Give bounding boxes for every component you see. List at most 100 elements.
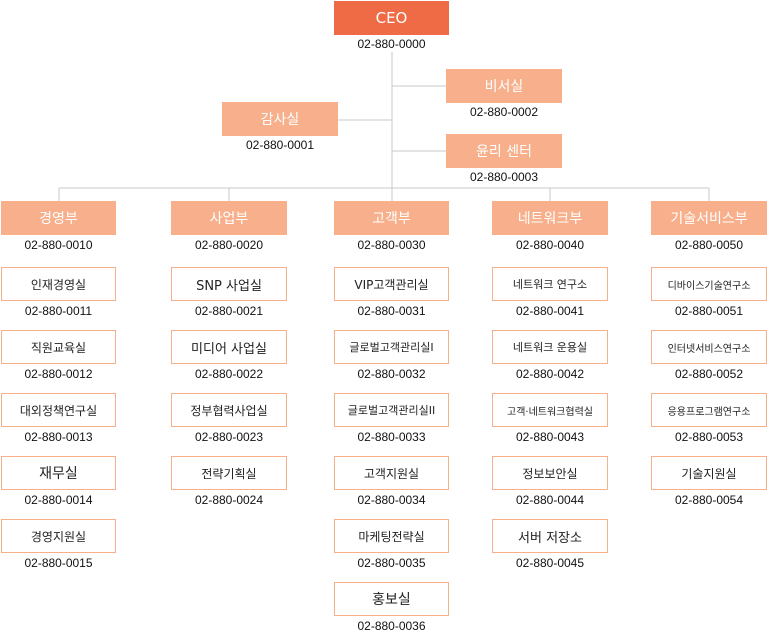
unit-title: 고객지원실 [363,466,420,481]
unit-box[interactable]: 서버 저장소 [492,519,608,553]
dept-customer-title: 고객부 [372,211,411,227]
unit-phone: 02-880-0052 [674,367,744,381]
ethics-center-phone: 02-880-0003 [469,170,539,184]
unit-title: 서버 저장소 [518,530,582,546]
unit-box[interactable]: 정부협력사업실 [171,393,287,427]
dept-network-phone: 02-880-0040 [515,238,585,252]
unit-phone: 02-880-0014 [24,493,93,507]
dept-customer-phone: 02-880-0030 [357,238,426,252]
unit-box[interactable]: 고객지원실 [334,456,449,490]
unit-phone: 02-880-0033 [357,430,426,444]
ceo-box[interactable]: CEO [334,1,449,35]
unit-title: VIP고객관리실 [354,277,429,292]
unit-title: 경영지원실 [30,529,87,544]
unit-title: 직원교육실 [30,340,87,355]
dept-management-box[interactable]: 경영부 [1,201,116,235]
secretary-office-box[interactable]: 비서실 [446,69,562,103]
unit-title: 글로벌고객관리실I [349,341,434,354]
unit-box[interactable]: 대외정책연구실 [1,393,116,427]
unit-title: 네트워크 운용실 [512,341,588,354]
unit-box[interactable]: 정보보안실 [492,456,608,490]
unit-phone: 02-880-0035 [357,556,426,570]
unit-title: 디바이스기술연구소 [667,280,751,292]
audit-office-phone: 02-880-0001 [245,138,315,152]
unit-title: 응용프로그램연구소 [667,406,751,418]
ethics-center-box[interactable]: 윤리 센터 [446,134,562,168]
dept-tech-service-phone: 02-880-0050 [674,238,744,252]
unit-title: 정부협력사업실 [190,403,268,418]
unit-phone: 02-880-0054 [674,493,744,507]
ceo-phone: 02-880-0000 [357,37,426,51]
unit-box[interactable]: 미디어 사업실 [171,330,287,364]
dept-customer-box[interactable]: 고객부 [334,201,449,235]
unit-box[interactable]: 재무실 [1,456,116,490]
unit-box[interactable]: VIP고객관리실 [334,267,449,301]
unit-phone: 02-880-0043 [515,430,585,444]
unit-box[interactable]: 응용프로그램연구소 [651,393,767,427]
unit-box[interactable]: 기술지원실 [651,456,767,490]
unit-box[interactable]: 글로벌고객관리실I [334,330,449,364]
unit-phone: 02-880-0012 [24,367,93,381]
unit-box[interactable]: 네트워크 운용실 [492,330,608,364]
dept-business-title: 사업부 [209,211,249,227]
dept-network-box[interactable]: 네트워크부 [492,201,608,235]
unit-phone: 02-880-0032 [357,367,426,381]
unit-box[interactable]: 고객·네트워크협력실 [492,393,608,427]
unit-title: 인재경영실 [30,277,87,292]
dept-business-box[interactable]: 사업부 [171,201,287,235]
unit-title: 재무실 [39,466,78,482]
unit-box[interactable]: 전략기획실 [171,456,287,490]
unit-phone: 02-880-0045 [515,556,585,570]
unit-box[interactable]: SNP 사업실 [171,267,287,301]
unit-title: 전략기획실 [201,466,257,481]
unit-box[interactable]: 인터넷서비스연구소 [651,330,767,364]
unit-phone: 02-880-0015 [24,556,93,570]
unit-title: 고객·네트워크협력실 [507,406,593,418]
unit-title: 인터넷서비스연구소 [667,343,751,355]
unit-title: 네트워크 연구소 [512,278,588,291]
unit-box[interactable]: 직원교육실 [1,330,116,364]
secretary-office-title: 비서실 [484,79,524,95]
dept-tech-service-title: 기술서비스부 [670,211,748,227]
unit-phone: 02-880-0022 [194,367,264,381]
unit-phone: 02-880-0021 [194,304,264,318]
unit-box[interactable]: 네트워크 연구소 [492,267,608,301]
unit-title: 정보보안실 [522,466,578,481]
unit-box[interactable]: 인재경영실 [1,267,116,301]
unit-box[interactable]: 홍보실 [334,582,449,616]
dept-management-title: 경영부 [39,211,78,227]
audit-office-title: 감사실 [260,112,300,128]
secretary-office-phone: 02-880-0002 [469,105,539,119]
unit-title: 마케팅전략실 [358,529,425,544]
unit-title: 기술지원실 [681,466,737,481]
unit-title: 글로벌고객관리실II [347,404,436,417]
unit-phone: 02-880-0034 [357,493,426,507]
unit-title: 미디어 사업실 [191,341,267,357]
audit-office-box[interactable]: 감사실 [222,102,338,136]
dept-network-title: 네트워크부 [517,211,583,227]
unit-phone: 02-880-0013 [24,430,93,444]
unit-phone: 02-880-0041 [515,304,585,318]
unit-phone: 02-880-0053 [674,430,744,444]
unit-title: 대외정책연구실 [19,403,98,418]
unit-phone: 02-880-0031 [357,304,426,318]
ceo-title: CEO [375,9,408,27]
ethics-center-title: 윤리 센터 [476,144,532,160]
dept-management-phone: 02-880-0010 [24,238,93,252]
unit-box[interactable]: 글로벌고객관리실II [334,393,449,427]
unit-phone: 02-880-0051 [674,304,744,318]
dept-tech-service-box[interactable]: 기술서비스부 [651,201,767,235]
unit-title: 홍보실 [372,592,411,608]
unit-box[interactable]: 마케팅전략실 [334,519,449,553]
unit-phone: 02-880-0036 [357,619,426,633]
unit-title: SNP 사업실 [196,278,262,294]
unit-box[interactable]: 디바이스기술연구소 [651,267,767,301]
dept-business-phone: 02-880-0020 [194,238,264,252]
unit-phone: 02-880-0044 [515,493,585,507]
unit-phone: 02-880-0042 [515,367,585,381]
unit-phone: 02-880-0023 [194,430,264,444]
unit-box[interactable]: 경영지원실 [1,519,116,553]
unit-phone: 02-880-0024 [194,493,264,507]
unit-phone: 02-880-0011 [24,304,93,318]
